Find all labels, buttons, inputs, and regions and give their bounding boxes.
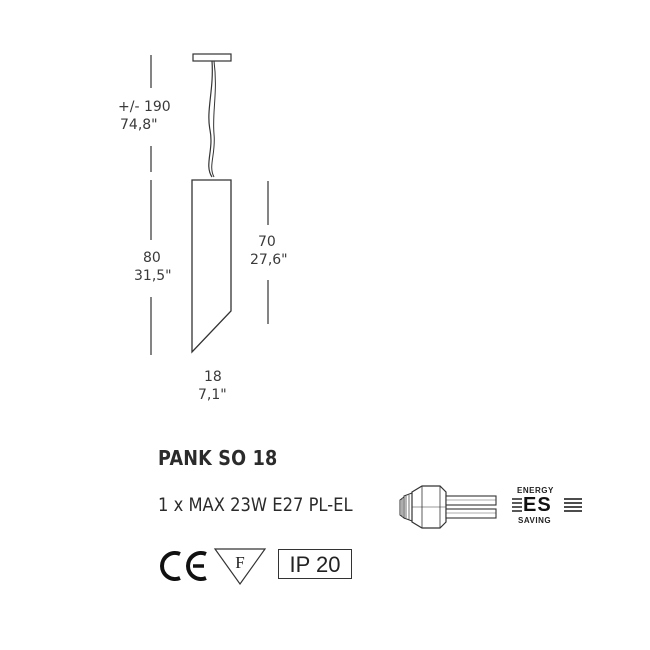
shade-height-label: 70 27,6": [250, 233, 288, 269]
cable-length-cm: +/- 190: [118, 99, 171, 115]
diameter-cm: 18: [204, 369, 222, 385]
ip-rating-badge: IP 20: [278, 549, 352, 579]
energy-es-mark: ES: [523, 494, 552, 516]
cable-length-in: 74,8": [120, 117, 158, 133]
product-name: PANK SO 18: [158, 446, 278, 470]
ip-rating-text: IP 20: [289, 552, 341, 577]
suspension-cable-2: [211, 60, 216, 178]
total-height-label: 80 31,5": [134, 249, 172, 285]
suspension-cable: [208, 60, 213, 178]
energy-saving-badge: ENERGY ES SAVING: [512, 486, 584, 526]
energy-stripes-icon: [512, 498, 582, 512]
diameter-label: 18 7,1": [198, 368, 227, 404]
diameter-in: 7,1": [198, 387, 227, 403]
saving-label: SAVING: [518, 516, 552, 525]
f-mark-letter: F: [235, 553, 244, 572]
total-height-in: 31,5": [134, 268, 172, 284]
shade-height-in: 27,6": [250, 252, 288, 268]
lamp-shade: [191, 179, 232, 354]
product-spec: 1 x MAX 23W E27 PL-EL: [158, 494, 353, 516]
energy-label: ENERGY: [517, 486, 554, 495]
shade-height-cm: 70: [258, 234, 276, 250]
total-height-cm: 80: [143, 250, 161, 266]
cable-length-label: +/- 190 74,8": [118, 98, 171, 134]
